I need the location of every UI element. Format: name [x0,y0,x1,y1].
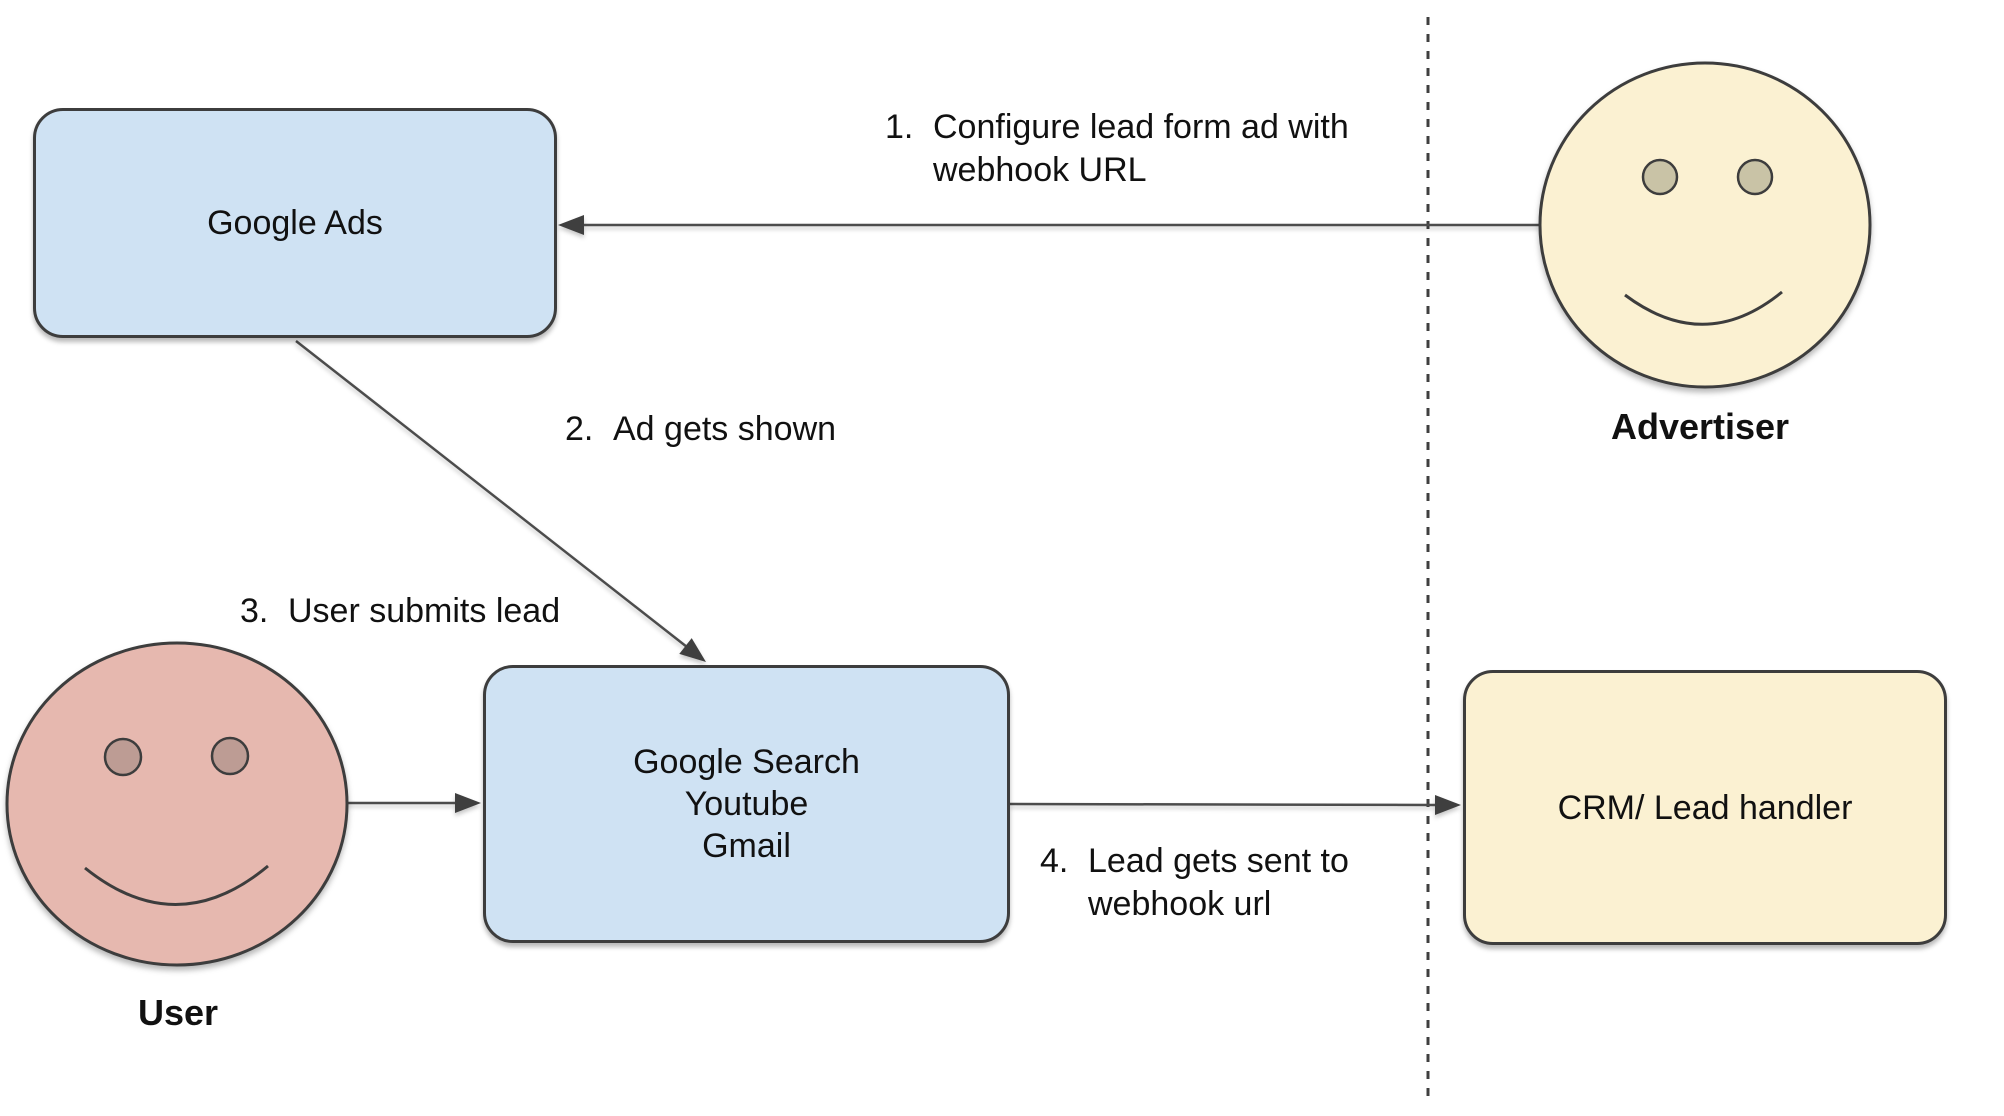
arrowhead-down-right-icon [679,638,706,662]
user-caption: User [137,992,219,1033]
user-smile-icon [84,864,269,906]
step-1-line-2: webhook URL [933,151,1147,189]
step-2-number: 2. [565,410,594,448]
arrow-ad-gets-shown [295,340,706,662]
advertiser-left-eye-icon [1641,158,1679,196]
arrow-user-submits-lead [347,793,481,813]
node-crm-label: CRM/ Lead handler [1557,788,1853,827]
advertiser-caption: Advertiser [1610,406,1790,447]
step-1-line-1: Configure lead form ad with [933,108,1349,146]
user-right-eye-icon [210,736,250,776]
node-crm-lead-handler: CRM/ Lead handler [1463,670,1947,945]
step-3-number: 3. [240,592,269,630]
user-face-icon [5,641,349,967]
step-4-number: 4. [1040,842,1069,880]
surfaces-line-2: Youtube [684,785,809,823]
node-google-ads-label: Google Ads [207,204,383,242]
step-label-2: 2. Ad gets shown [565,408,836,451]
surfaces-line-1: Google Search [633,743,860,781]
step-label-4: 4. Lead gets sent to webhook url [1040,840,1349,926]
arrow-lead-sent-webhook [1009,795,1461,815]
arrow-configure-lead-form [558,215,1540,235]
arrowhead-right-icon [455,793,481,813]
user-left-eye-icon [103,737,143,777]
surfaces-line-3: Gmail [702,827,791,865]
step-4-line-2: webhook url [1088,885,1272,923]
arrowhead-right-icon [1435,795,1461,815]
step-label-3: 3. User submits lead [240,590,560,633]
step-1-text: Configure lead form ad with webhook URL [933,106,1349,192]
advertiser-face-icon [1538,61,1872,389]
node-google-surfaces-label: Google Search Youtube Gmail [633,741,860,867]
node-google-ads: Google Ads [33,108,557,338]
node-google-surfaces: Google Search Youtube Gmail [483,665,1010,943]
step-2-text: Ad gets shown [613,410,837,448]
step-3-text: User submits lead [288,592,561,630]
step-4-text: Lead gets sent to webhook url [1088,840,1349,926]
step-4-line-1: Lead gets sent to [1088,842,1349,880]
advertiser-right-eye-icon [1736,158,1774,196]
advertiser-smile-icon [1624,290,1783,326]
step-1-number: 1. [885,108,914,146]
arrowhead-left-icon [558,215,584,235]
step-label-1: 1. Configure lead form ad with webhook U… [885,106,1349,192]
